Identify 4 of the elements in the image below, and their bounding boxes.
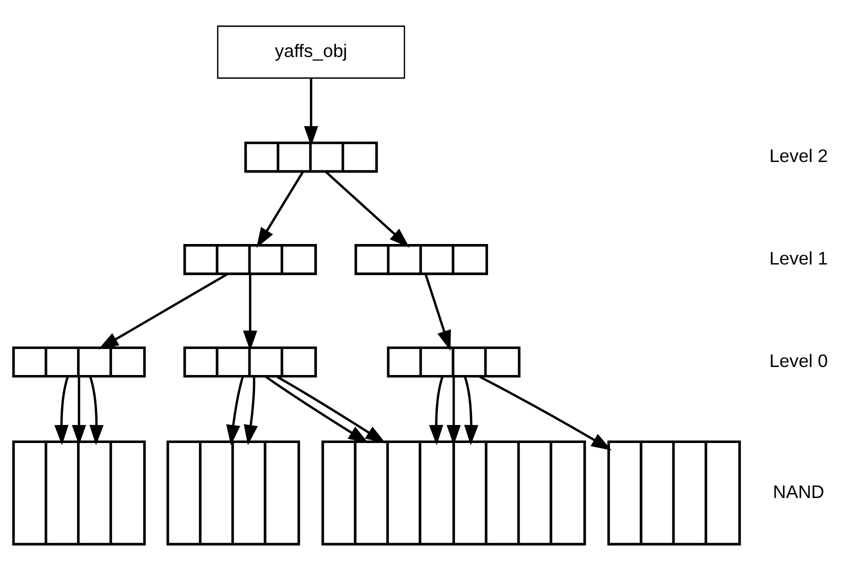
label: Level 2 — [769, 145, 828, 166]
label: NAND — [772, 481, 824, 502]
label: Level 1 — [769, 248, 828, 268]
label: Level 0 — [769, 350, 828, 370]
